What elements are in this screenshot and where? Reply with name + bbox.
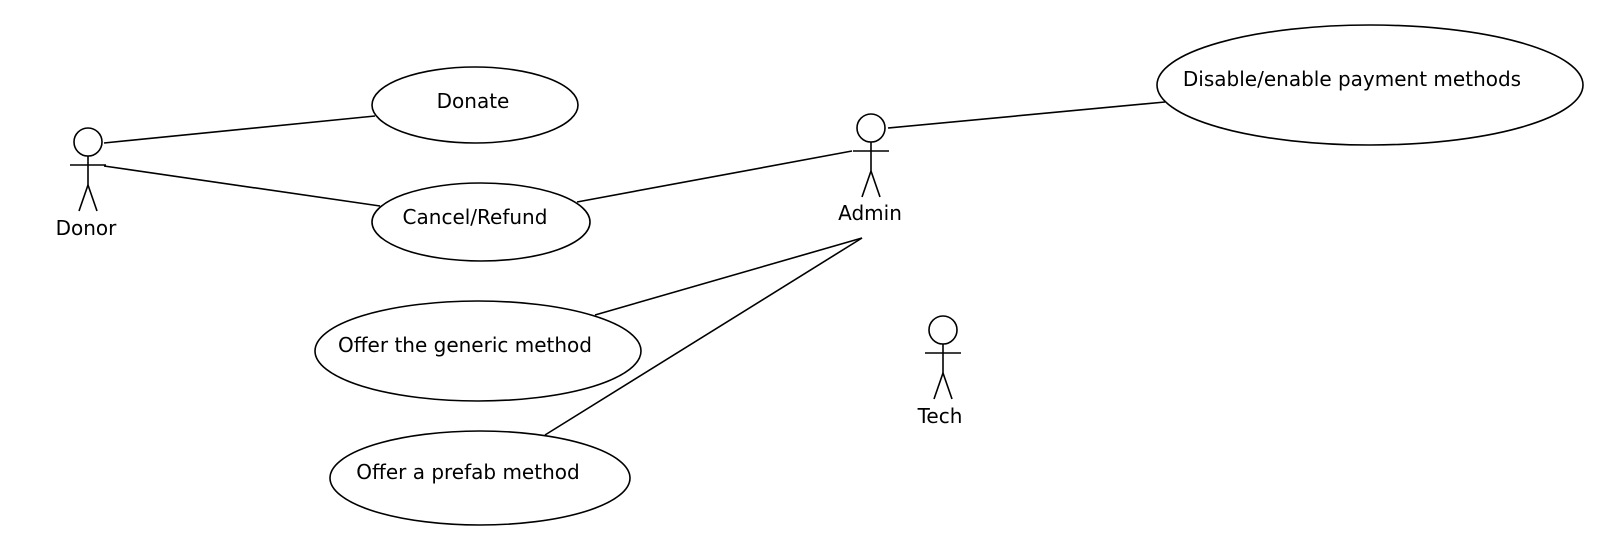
- association-admin-offer-prefab[interactable]: [544, 237, 863, 436]
- use-case-offer-generic-method[interactable]: Offer the generic method: [314, 300, 642, 402]
- actor-donor[interactable]: Donor: [56, 127, 118, 240]
- use-case-donate[interactable]: Donate: [371, 66, 579, 144]
- stick-figure-icon: [925, 315, 961, 400]
- use-case-cancel-refund[interactable]: Cancel/Refund: [371, 182, 591, 262]
- use-case-label-offer-prefab: Offer a prefab method: [356, 460, 579, 484]
- association-donor-cancel-refund[interactable]: [103, 165, 381, 207]
- use-case-label-offer-generic: Offer the generic method: [338, 333, 592, 357]
- use-case-disable-enable-payment-methods[interactable]: Disable/enable payment methods: [1156, 24, 1584, 146]
- association-admin-disable-enable[interactable]: [887, 101, 1166, 129]
- stick-figure-icon: [70, 127, 106, 212]
- association-admin-offer-generic[interactable]: [594, 237, 863, 316]
- actor-admin[interactable]: Admin: [838, 113, 902, 225]
- stick-figure-icon: [853, 113, 889, 198]
- association-admin-cancel-refund[interactable]: [576, 150, 853, 203]
- use-case-offer-prefab-method[interactable]: Offer a prefab method: [329, 430, 631, 526]
- use-case-label-disable-enable: Disable/enable payment methods: [1183, 67, 1521, 91]
- actor-tech[interactable]: Tech: [917, 315, 963, 428]
- actor-label-donor: Donor: [56, 216, 118, 240]
- use-case-label-cancel-refund: Cancel/Refund: [403, 205, 548, 229]
- use-case-label-donate: Donate: [437, 89, 510, 113]
- association-donor-donate[interactable]: [103, 115, 376, 144]
- associations: [103, 101, 1166, 436]
- actor-label-admin: Admin: [838, 201, 902, 225]
- actor-label-tech: Tech: [917, 404, 963, 428]
